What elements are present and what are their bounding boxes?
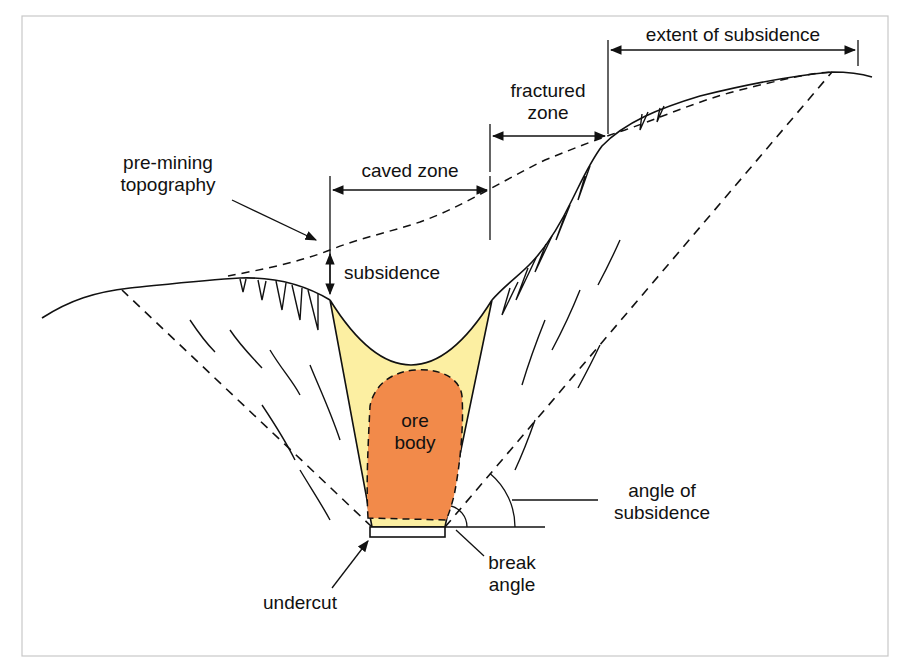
annotation-label: undercut <box>263 592 337 614</box>
pre-mining-topography <box>228 72 832 276</box>
ore-body-label: ore body <box>380 410 450 454</box>
annotation-label: subsidence <box>344 262 440 284</box>
annotation-label: break angle <box>481 552 543 596</box>
ground-cracks <box>502 106 664 470</box>
ground-surface <box>492 72 872 300</box>
annotation-label: pre-mining topography <box>103 152 233 196</box>
dimension-arrows <box>330 50 855 294</box>
dimension-ticks <box>330 40 858 292</box>
annotation-label: extent of subsidence <box>646 24 820 46</box>
ground-surface <box>42 278 330 318</box>
caved-zone <box>330 300 492 527</box>
leader-lines <box>232 200 598 588</box>
horizontal-reference <box>445 526 545 527</box>
break-angle-arc <box>450 506 467 528</box>
annotation-label: angle of subsidence <box>602 480 722 524</box>
ground-cracks <box>190 279 340 520</box>
subsidence-angle-arc <box>490 473 515 527</box>
ore-body-outline <box>367 370 462 520</box>
frame <box>22 16 888 656</box>
subsidence-limit-line <box>445 72 832 527</box>
annotation-label: fractured zone <box>502 80 594 124</box>
annotation-label: caved zone <box>361 160 458 182</box>
undercut-level <box>370 527 445 537</box>
ore-body: ore body <box>360 366 466 526</box>
